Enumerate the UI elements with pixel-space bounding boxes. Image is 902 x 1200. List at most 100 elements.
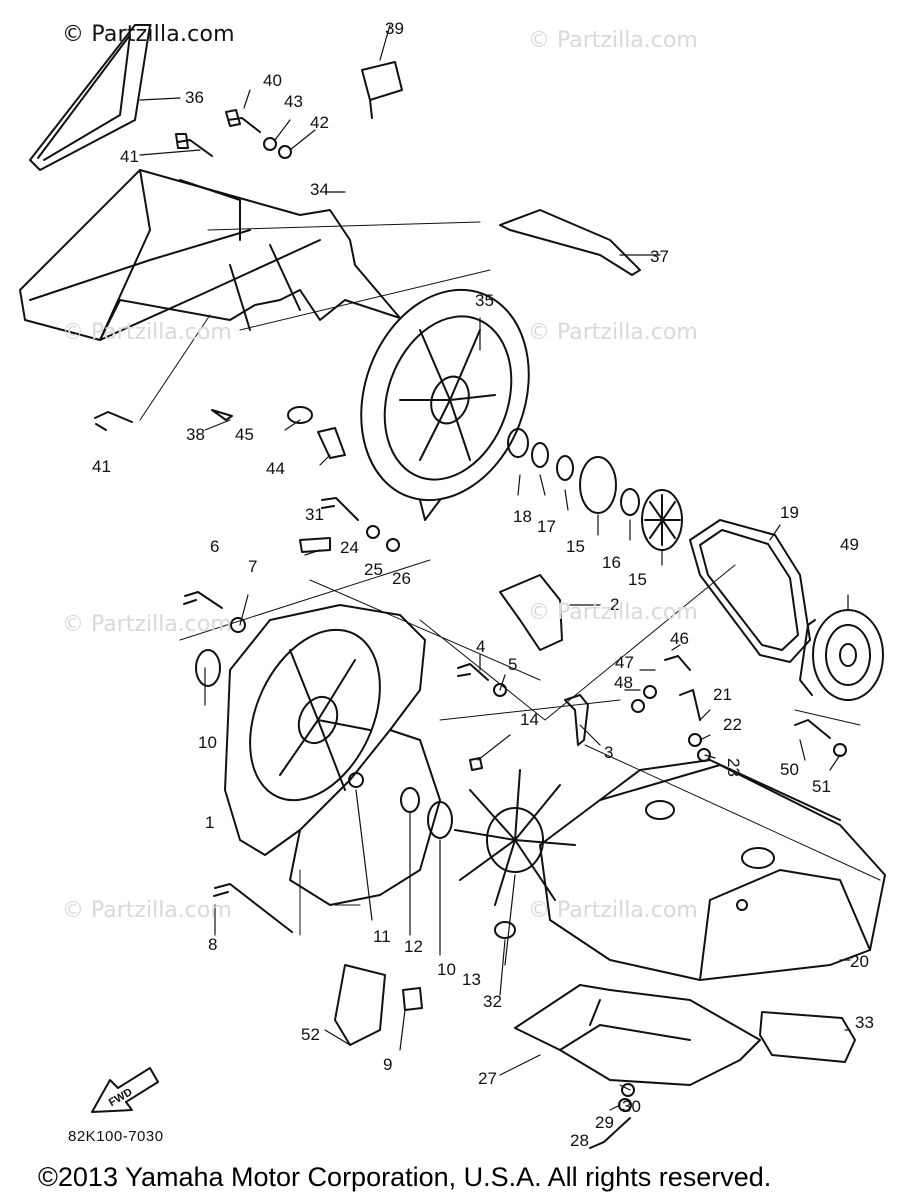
part-41-bolt	[225, 109, 261, 133]
callout-41: 41	[120, 147, 139, 166]
part-23-nut	[688, 733, 702, 747]
part-46-cap	[287, 406, 313, 424]
part-17-washer	[531, 442, 549, 468]
callout-38: 38	[186, 425, 205, 444]
part-13-impeller	[486, 807, 544, 873]
part-31-washer	[621, 1083, 635, 1097]
part-22-bolt	[679, 689, 701, 721]
callout-52: 52	[301, 1025, 320, 1044]
part-28-bracket	[514, 984, 761, 1086]
part-49-washer	[631, 699, 645, 713]
part-32-clip	[299, 537, 331, 553]
callout-13: 13	[462, 970, 481, 989]
callout-46: 46	[670, 629, 689, 648]
part-37-seal	[29, 24, 151, 171]
callout-51: 51	[812, 777, 831, 796]
part-20-drive-belt	[689, 519, 811, 663]
watermark-faint-2: © Partzilla.com	[62, 320, 232, 345]
part-53-plate	[334, 964, 386, 1046]
watermark-faint-3: © Partzilla.com	[528, 320, 698, 345]
callout-28: 28	[570, 1131, 589, 1150]
part-52-washer	[833, 743, 847, 757]
part-3-clip	[564, 694, 589, 746]
part-34-pad	[759, 1011, 856, 1063]
part-14-key	[469, 757, 483, 771]
callout-16: 16	[602, 553, 621, 572]
part-33-grommet	[494, 921, 516, 939]
part-47-bolt	[664, 655, 691, 671]
fwd-arrow-icon	[91, 1067, 159, 1113]
callout-47: 47	[615, 653, 634, 672]
part-43-nut	[278, 145, 292, 159]
watermark-faint-1: © Partzilla.com	[528, 28, 698, 53]
callout-22: 22	[723, 715, 742, 734]
callout-26: 26	[392, 569, 411, 588]
part-10-seal	[195, 649, 221, 687]
part-21-shroud	[539, 764, 886, 981]
part-40-connector	[361, 61, 403, 119]
callout-3: 3	[604, 743, 613, 762]
callout-12: 12	[404, 937, 423, 956]
part-8-long-bolt	[213, 883, 293, 933]
callout-40: 40	[263, 71, 282, 90]
part-9-nut	[402, 987, 423, 1011]
callout-5: 5	[508, 655, 517, 674]
part-50-pulley	[812, 609, 884, 701]
part-35-upper-housing	[19, 169, 401, 341]
part-12-bearing	[400, 787, 420, 813]
callout-11: 11	[373, 927, 391, 946]
callout-34: 34	[310, 180, 329, 199]
callout-35: 35	[475, 291, 494, 310]
part-2-bracket	[499, 574, 563, 651]
part-36-fan-cover	[360, 288, 530, 502]
part-26-nut	[366, 525, 380, 539]
callout-1: 1	[205, 813, 214, 832]
watermark-faint-7: © Partzilla.com	[528, 898, 698, 923]
callout-49: 49	[840, 535, 859, 554]
part-15-sheave	[579, 456, 617, 514]
callout-20: 20	[850, 952, 869, 971]
callout-32: 32	[483, 992, 502, 1011]
callout-8: 8	[208, 935, 217, 954]
part-27-washer	[386, 538, 400, 552]
diagram-code: 82K100-7030	[68, 1128, 164, 1145]
callout-6: 6	[210, 537, 219, 556]
callout-30: 30	[622, 1097, 641, 1116]
callout-10: 10	[437, 960, 456, 979]
callout-23: 23	[724, 758, 743, 777]
callout-10: 10	[198, 733, 217, 752]
callout-25: 25	[364, 560, 383, 579]
callout-29: 29	[595, 1113, 614, 1132]
callout-18: 18	[513, 507, 532, 526]
callout-42: 42	[310, 113, 329, 132]
callout-4: 4	[476, 637, 485, 656]
watermark-faint-6: © Partzilla.com	[62, 898, 232, 923]
callout-41: 41	[92, 457, 111, 476]
callout-21: 21	[713, 685, 732, 704]
callout-9: 9	[383, 1055, 392, 1074]
callout-44: 44	[266, 459, 285, 478]
watermark-faint-5: © Partzilla.com	[528, 600, 698, 625]
callout-15: 15	[566, 537, 585, 556]
callout-36: 36	[185, 88, 204, 107]
part-4-bolt	[457, 663, 489, 681]
part-42-bolt	[94, 411, 133, 431]
copyright-notice: ©2013 Yamaha Motor Corporation, U.S.A. A…	[38, 1162, 772, 1192]
part-44-washer	[263, 137, 277, 151]
part-24-grommet	[697, 748, 711, 762]
part-1-fan-housing	[224, 604, 426, 856]
part-41-bolt-b	[175, 133, 213, 157]
watermark-main: © Partzilla.com	[62, 22, 235, 47]
callout-31: 31	[305, 505, 324, 524]
part-51-bolt	[794, 719, 831, 739]
part-16-washer	[620, 488, 640, 516]
callout-7: 7	[248, 557, 257, 576]
part-48-nut	[643, 685, 657, 699]
part-6-bolt	[183, 591, 223, 609]
part-45-clip	[317, 427, 346, 459]
callout-37: 37	[650, 247, 669, 266]
callout-43: 43	[284, 92, 303, 111]
